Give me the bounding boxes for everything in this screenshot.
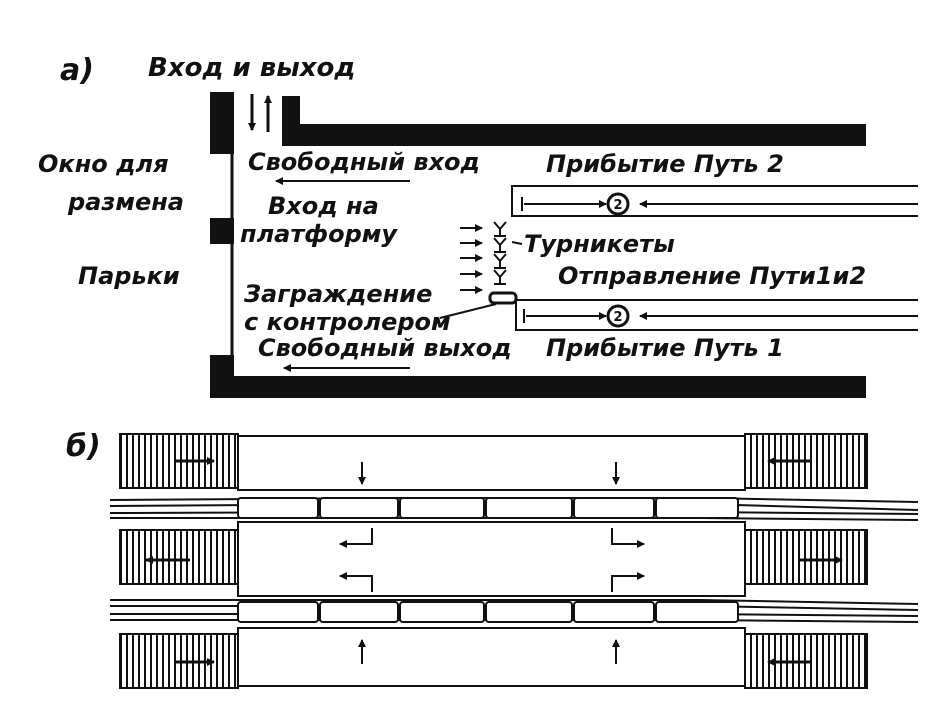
platform-entrance-label-line2: платформу	[240, 220, 398, 248]
entrance-block-middle-right	[744, 529, 868, 585]
arrival-track1-label: Прибытие Путь 1	[546, 334, 784, 362]
track-1-platform	[515, 299, 918, 331]
station-walls	[210, 92, 866, 398]
top-wall	[282, 124, 866, 146]
exchange-window-label-line1: Окно для	[38, 150, 169, 178]
platform-bottom	[237, 627, 746, 687]
platform-arrows	[339, 462, 645, 664]
barrier-label-line1: Заграждение	[243, 280, 432, 308]
platform-entrance-label-line1: Вход на	[268, 192, 379, 220]
left-wall-top	[210, 92, 234, 154]
diagram-b-tag: б)	[66, 429, 101, 464]
turnstile-symbols	[493, 221, 507, 285]
turnstile-arrows	[460, 224, 483, 294]
exchange-window-wall	[210, 218, 234, 244]
free-exit-label: Свободный выход	[258, 334, 512, 362]
entrance-exit-label: Вход и выход	[148, 53, 355, 83]
controller-barrier	[488, 291, 518, 305]
track1-marker-number: 2	[613, 310, 622, 325]
turnstiles-label: Турникеты	[524, 230, 675, 258]
platform-top	[237, 435, 746, 491]
exchange-window-label-line2: размена	[67, 188, 184, 216]
track1-marker	[606, 304, 630, 328]
bottom-wall	[210, 376, 866, 398]
diagram-b: б)	[66, 429, 919, 689]
upper-train	[237, 497, 739, 519]
track2-marker-number: 2	[613, 198, 622, 213]
departure-tracks-label: Отправление Пути1и2	[558, 262, 866, 290]
barrier-label-line2: с контролером	[244, 308, 451, 336]
entrance-block-middle-left	[119, 529, 239, 585]
diagram-a: а) Вход и выход Окно для размена Парьки …	[38, 53, 918, 398]
lower-train	[237, 601, 739, 623]
parking-label: Парьки	[78, 262, 180, 290]
entrance-block-top-left	[119, 433, 239, 489]
diagram-a-tag: а)	[60, 53, 94, 88]
free-entrance-label: Свободный вход	[248, 148, 480, 176]
platform-middle	[237, 521, 746, 597]
barrier-leader	[439, 303, 497, 319]
turnstiles-leader	[511, 241, 523, 245]
platforms	[237, 435, 746, 687]
entrance-block-arrows	[145, 457, 843, 666]
arrival-track2-label: Прибытие Путь 2	[546, 150, 784, 178]
track-2-platform	[511, 185, 918, 217]
track2-marker	[606, 192, 630, 216]
